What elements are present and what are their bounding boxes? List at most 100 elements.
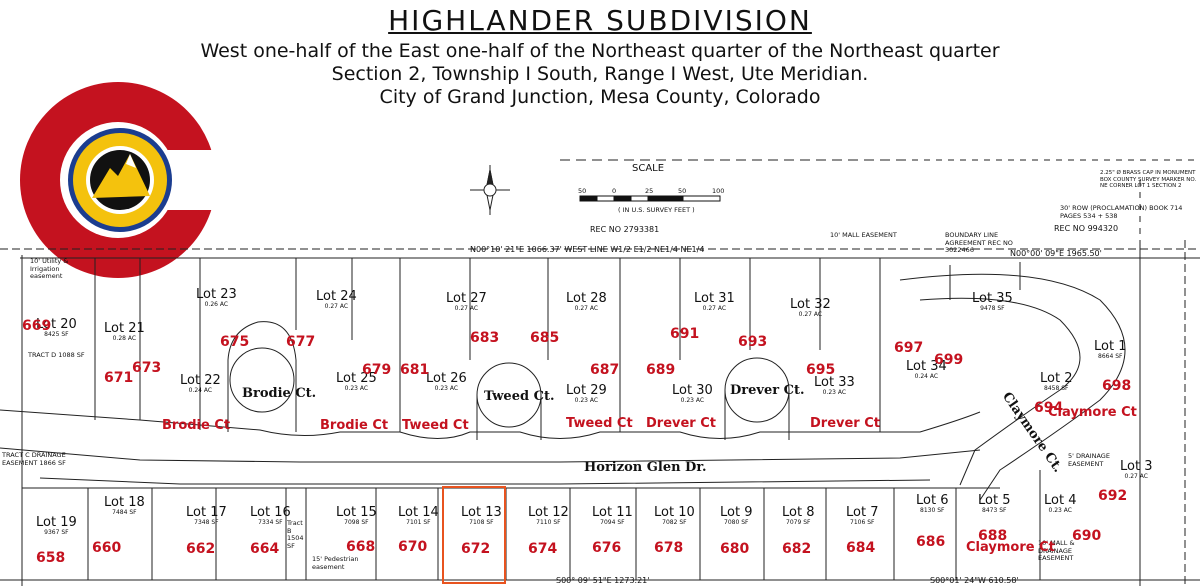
south-line-bearing-2: S00° 09' 51"E 1273.21' <box>556 576 650 585</box>
address-number: 694 <box>1034 400 1064 416</box>
street-label-drever-ct-2: Drever Ct <box>810 416 881 431</box>
lot-label: Lot 9 <box>720 505 753 520</box>
address-number: 677 <box>286 334 316 350</box>
lot-label: Lot 22 <box>180 373 221 388</box>
lot-area: 8664 SF <box>1098 353 1123 360</box>
lot-label: Lot 25 <box>336 371 377 386</box>
lot-label: Lot 17 <box>186 505 227 520</box>
lot-area: 0.26 AC <box>204 301 229 308</box>
lot-area: 7106 SF <box>850 519 875 526</box>
scale-tick-3: 50 <box>678 187 687 195</box>
row-proclamation-note: 30' ROW (PROCLAMATION) BOOK 714 PAGES 53… <box>1060 204 1183 220</box>
lot-label: Lot 13 <box>461 505 502 520</box>
lot-area: 0.28 AC <box>112 335 137 342</box>
selected-lot-highlight <box>442 486 506 584</box>
mall-drainage-note: 10' MALL & DRAINAGE EASEMENT <box>1038 539 1075 562</box>
lot-area: 0.27 AC <box>798 311 823 318</box>
street-drever-ct: Drever Ct. <box>730 383 805 398</box>
street-label-drever-ct-1: Drever Ct <box>646 416 717 431</box>
address-number: 672 <box>461 541 491 557</box>
lot-area: 9367 SF <box>44 529 69 536</box>
lot-area: 7082 SF <box>662 519 687 526</box>
address-number: 699 <box>934 352 964 368</box>
lot-area: 0.27 AC <box>454 305 479 312</box>
street-label-tweed-ct-2: Tweed Ct <box>566 416 633 431</box>
colorado-logo-icon <box>20 82 218 278</box>
lot-label: Lot 11 <box>592 505 633 520</box>
scale-bar <box>579 195 721 202</box>
lot-area: 0.27 AC <box>574 305 599 312</box>
scale-units: ( IN U.S. SURVEY FEET ) <box>618 206 695 214</box>
address-number: 690 <box>1072 528 1102 544</box>
pedestrian-easement-note: 15' Pedestrian easement <box>312 555 359 571</box>
address-number: 682 <box>782 541 812 557</box>
address-number: 673 <box>132 360 162 376</box>
address-number: 691 <box>670 326 700 342</box>
address-number: 688 <box>978 528 1008 544</box>
lot-area: 0.27 AC <box>702 305 727 312</box>
lot-label: Lot 3 <box>1120 459 1153 474</box>
lot-area: 7080 SF <box>724 519 749 526</box>
street-tweed-ct: Tweed Ct. <box>484 389 555 404</box>
lot-label: Lot 21 <box>104 321 145 336</box>
address-number: 680 <box>720 541 750 557</box>
lot-label: Lot 30 <box>672 383 713 398</box>
lot-label: Lot 15 <box>336 505 377 520</box>
scale-tick-4: 100 <box>712 187 725 195</box>
address-number: 664 <box>250 541 280 557</box>
lot-label: Lot 12 <box>528 505 569 520</box>
lot-label: Lot 23 <box>196 287 237 302</box>
legal-description-line-3: City of Grand Junction, Mesa County, Col… <box>379 86 821 108</box>
lot-area: 7110 SF <box>536 519 561 526</box>
tract-d-note: TRACT D 1088 SF <box>28 351 85 359</box>
north-arrow-icon <box>470 165 510 215</box>
street-label-claymore-ct-1: Claymore Ct <box>1048 405 1137 420</box>
map-title: HIGHLANDER SUBDIVISION <box>388 4 812 37</box>
lot-label: Lot 35 <box>972 291 1013 306</box>
address-number: 697 <box>894 340 924 356</box>
lot-label: Lot 29 <box>566 383 607 398</box>
street-brodie-ct: Brodie Ct. <box>242 386 317 401</box>
address-number: 676 <box>592 540 622 556</box>
south-line-bearing-1: S00°01' 24"W 610.58' <box>930 576 1019 585</box>
address-number: 658 <box>36 550 66 566</box>
address-number: 670 <box>398 539 428 555</box>
street-label-brodie-ct-1: Brodie Ct <box>162 418 231 433</box>
lot-area: 7094 SF <box>600 519 625 526</box>
